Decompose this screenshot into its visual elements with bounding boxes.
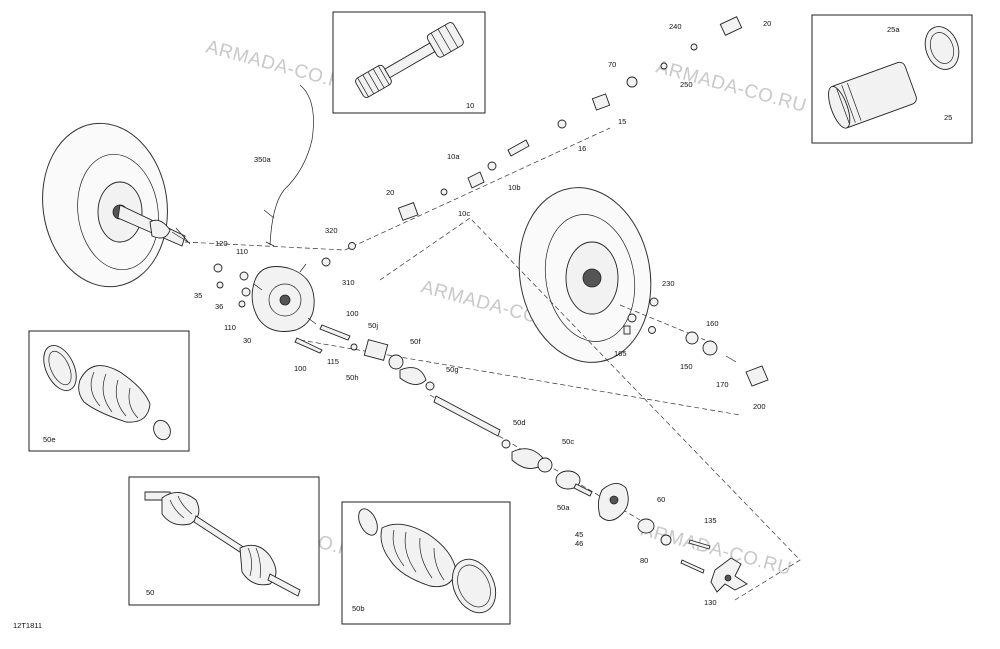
callout-115: 115 <box>327 357 339 366</box>
front-differential <box>251 263 317 332</box>
callout-100-top: 100 <box>346 309 359 318</box>
callout-36: 36 <box>215 302 223 311</box>
callout-16: 16 <box>578 144 586 153</box>
callout-230: 230 <box>662 279 675 288</box>
callout-240: 240 <box>669 22 682 31</box>
inset-box-50b: 50b <box>341 501 511 625</box>
callout-110-bottom: 110 <box>224 323 236 332</box>
breather-hose <box>269 84 314 246</box>
callout-110-top: 110 <box>236 247 248 256</box>
inset-box-25: 25a 25 <box>811 14 973 144</box>
callout-160: 160 <box>706 319 719 328</box>
callout-15: 15 <box>618 117 626 126</box>
callout-46: 46 <box>575 539 583 548</box>
callout-60: 60 <box>657 495 665 504</box>
callout-10b: 10b <box>508 183 521 192</box>
inset-label-10: 10 <box>466 101 474 110</box>
callout-50h: 50h <box>346 373 359 382</box>
callout-350a: 350a <box>254 155 272 164</box>
callout-labels: 240 20 70 250 15 16 10a 10b 10c 20 320 3… <box>194 19 771 607</box>
callout-135: 135 <box>704 516 717 525</box>
callout-20-mid: 20 <box>386 188 394 197</box>
callout-50g: 50g <box>446 365 459 374</box>
callout-80: 80 <box>640 556 648 565</box>
inset-label-25a: 25a <box>887 25 900 34</box>
inset-label-50b: 50b <box>352 604 365 613</box>
callout-70: 70 <box>608 60 616 69</box>
inner-driveshaft <box>433 395 593 497</box>
callout-50d: 50d <box>513 418 526 427</box>
watermark-2: ARMADA-CO.RU <box>654 57 809 117</box>
left-wheel-tire <box>42 122 191 288</box>
right-wheel-tire <box>518 187 652 363</box>
callout-310: 310 <box>342 278 355 287</box>
callout-50j: 50j <box>368 321 378 330</box>
callout-130: 130 <box>704 598 717 607</box>
callout-45: 45 <box>575 530 583 539</box>
inset-box-10: 10 <box>332 11 486 114</box>
callout-35: 35 <box>194 291 202 300</box>
callout-30: 30 <box>243 336 251 345</box>
inset-box-50e: 50e <box>28 330 190 452</box>
callout-10a: 10a <box>447 152 460 161</box>
inset-label-50: 50 <box>146 588 154 597</box>
callout-50f: 50f <box>410 337 421 346</box>
wheel-hardware <box>623 297 769 387</box>
inset-label-50e: 50e <box>43 435 56 444</box>
callout-320: 320 <box>325 226 338 235</box>
callout-100-bottom: 100 <box>294 364 307 373</box>
hardware <box>213 16 743 391</box>
callout-50a: 50a <box>557 503 570 512</box>
inset-box-50: 50 <box>128 476 320 606</box>
callout-50c: 50c <box>562 437 574 446</box>
callout-20-top: 20 <box>763 19 771 28</box>
callout-250: 250 <box>680 80 693 89</box>
callout-165: 165 <box>614 349 627 358</box>
callout-120: 120 <box>215 239 228 248</box>
steering-knuckle <box>597 483 748 593</box>
callout-150: 150 <box>680 362 693 371</box>
callout-200: 200 <box>753 402 766 411</box>
diagram-code: 12T1811 <box>13 621 42 630</box>
inset-label-25: 25 <box>944 113 952 122</box>
callout-170: 170 <box>716 380 729 389</box>
callout-10c: 10c <box>458 209 470 218</box>
